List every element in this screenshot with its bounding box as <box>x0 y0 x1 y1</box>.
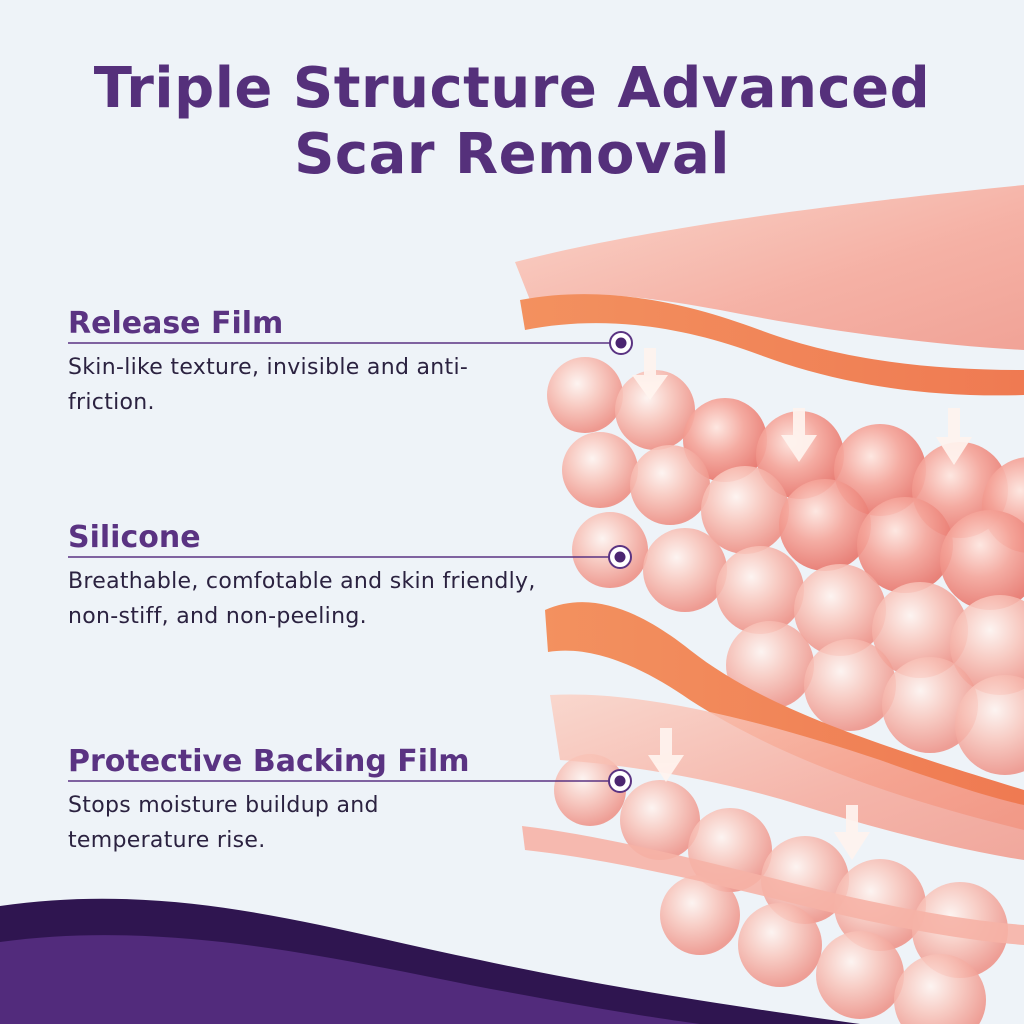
layer-protective-backing-film: Protective Backing Film Stops moisture b… <box>68 744 628 858</box>
silicone-layer-graphic <box>547 357 1024 1024</box>
bottom-wave <box>0 898 860 1024</box>
layer-heading: Protective Backing Film <box>68 744 470 779</box>
release-film-graphic <box>515 185 1024 396</box>
layer-heading: Silicone <box>68 520 201 555</box>
layer-description: Skin-like texture, invisible and anti-fr… <box>68 355 469 415</box>
page-title-line-2: Scar Removal <box>294 121 730 187</box>
down-arrow-icon <box>781 408 817 462</box>
page-title: Triple Structure Advanced Scar Removal <box>0 56 1024 188</box>
callout-release-film <box>68 331 633 355</box>
page-title-line-1: Triple Structure Advanced <box>93 55 931 121</box>
callout-backing-film <box>68 769 632 793</box>
layer-heading: Release Film <box>68 306 284 341</box>
down-arrow-icon <box>936 408 972 465</box>
down-arrow-icon <box>834 805 870 860</box>
layer-silicone: Silicone Breathable, comfotable and skin… <box>68 520 628 634</box>
callout-dot-icon <box>608 545 632 569</box>
callout-silicone <box>68 545 632 569</box>
callout-dot-icon <box>608 769 632 793</box>
layer-description: Stops moisture buildup and temperature r… <box>68 793 379 853</box>
layer-release-film: Release Film Skin-like texture, invisibl… <box>68 306 628 420</box>
callout-dot-icon <box>609 331 633 355</box>
layer-description: Breathable, comfotable and skin friendly… <box>68 569 536 629</box>
down-arrow-icon <box>648 728 684 782</box>
down-arrow-icon <box>632 348 668 400</box>
